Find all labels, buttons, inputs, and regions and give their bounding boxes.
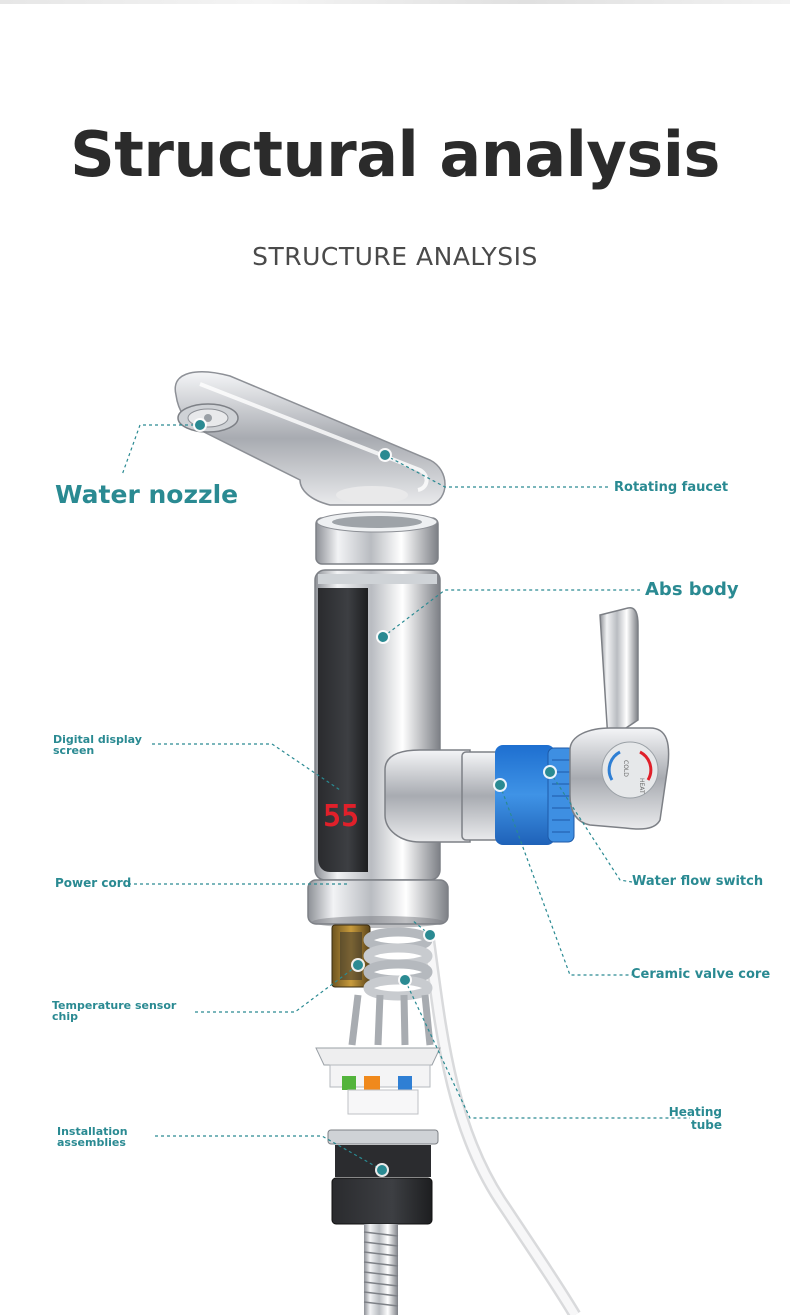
label-installation-line2: assemblies	[57, 1136, 126, 1149]
handle-label-hot: HEAT	[638, 778, 645, 794]
label-water-flow-switch: Water flow switch	[632, 874, 764, 889]
label-temperature-sensor-line2: chip	[52, 1010, 78, 1023]
label-digital-display-line1: Digital display	[53, 733, 142, 746]
callout-line-temp-sensor	[195, 964, 359, 1013]
handle-label-cold: COLD	[622, 760, 629, 777]
label-ceramic-valve-core: Ceramic valve core	[631, 967, 771, 982]
callout-dot-ceramic-valve	[493, 778, 507, 792]
top-border-strip	[0, 0, 790, 4]
callout-dot-abs-body	[376, 630, 390, 644]
label-temperature-sensor: Temperature sensor chip	[52, 1000, 176, 1022]
label-digital-display: Digital display screen	[53, 734, 142, 756]
label-installation-assemblies: Installation assemblies	[57, 1126, 128, 1148]
connector-ring	[315, 511, 439, 565]
label-abs-body: Abs body	[645, 579, 739, 600]
callout-line-digital-display	[152, 743, 341, 791]
callout-dot-temp-sensor	[351, 958, 365, 972]
page-subtitle: STRUCTURE ANALYSIS	[252, 242, 538, 271]
callout-dots	[193, 418, 557, 1177]
callout-line-power-cord-dot	[411, 919, 431, 936]
threaded-bolt	[363, 1224, 399, 1315]
callout-line-abs-body	[382, 589, 640, 638]
callout-dot-water-nozzle	[193, 418, 207, 432]
callout-dot-water-flow-switch	[543, 765, 557, 779]
page-title: Structural analysis	[70, 118, 720, 191]
callout-line-rotating-faucet	[384, 454, 610, 488]
callout-dot-rotating-faucet	[378, 448, 392, 462]
label-water-nozzle: Water nozzle	[55, 480, 239, 509]
terminal-plate	[315, 1047, 441, 1115]
digital-display-reading: 55	[323, 799, 359, 834]
label-heating-tube: Heating tube	[640, 1106, 722, 1132]
callout-lines	[121, 424, 690, 1171]
label-rotating-faucet: Rotating faucet	[614, 480, 729, 495]
label-heating-tube-line2: tube	[690, 1118, 722, 1132]
callout-line-water-nozzle	[121, 424, 200, 476]
heating-tube-coil	[363, 927, 433, 1001]
power-cable	[421, 934, 581, 1315]
callout-dot-heating-tube	[398, 973, 412, 987]
label-heating-tube-line1: Heating	[668, 1105, 722, 1119]
callout-line-ceramic-valve	[499, 784, 632, 976]
callout-dot-installation	[375, 1163, 389, 1177]
base-ring	[307, 879, 449, 928]
callout-line-heating-tube	[404, 979, 690, 1119]
installation-hardware	[327, 1129, 439, 1315]
label-digital-display-line2: screen	[53, 744, 95, 757]
callout-line-installation	[155, 1135, 383, 1171]
water-flow-handle: COLD HEAT	[569, 606, 670, 830]
label-installation-line1: Installation	[57, 1125, 128, 1138]
label-temperature-sensor-line1: Temperature sensor	[52, 999, 177, 1012]
heating-tube-legs	[348, 994, 434, 1046]
label-power-cord: Power cord	[55, 876, 132, 890]
callout-line-water-flow-switch	[549, 771, 633, 883]
valve-arm	[384, 745, 575, 845]
callout-dot-power-cord	[423, 928, 437, 942]
